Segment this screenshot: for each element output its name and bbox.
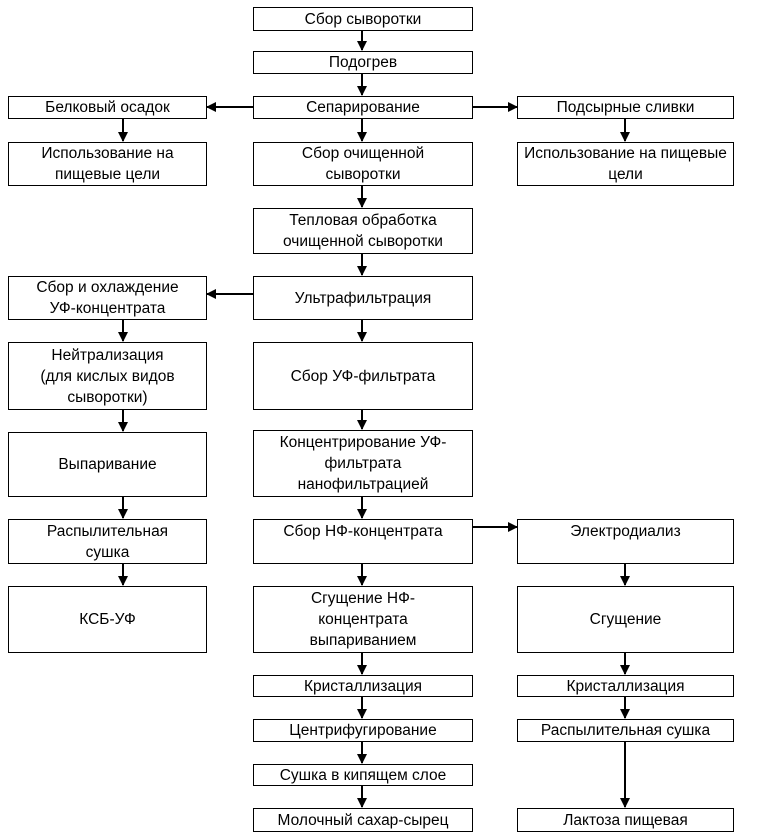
step-protein-food-use: Использование на пищевые цели [8, 142, 207, 186]
step-food-lactose: Лактоза пищевая [517, 808, 734, 832]
step-uf-filtrate-concentration: Концентрирование УФ- фильтрата нанофильт… [253, 430, 473, 497]
step-crystallization: Кристаллизация [253, 675, 473, 697]
step-electrodialysis: Электродиализ [517, 519, 734, 564]
step-whey-collection: Сбор сыворотки [253, 7, 473, 31]
step-ksb-uf: КСБ-УФ [8, 586, 207, 653]
step-right-crystallization: Кристаллизация [517, 675, 734, 697]
step-uf-filtrate-collection: Сбор УФ-фильтрата [253, 342, 473, 410]
step-nf-concentrate-collection: Сбор НФ-концентрата [253, 519, 473, 564]
step-uf-concentrate-cooling: Сбор и охлаждение УФ-концентрата [8, 276, 207, 320]
step-centrifugation: Центрифугирование [253, 719, 473, 742]
step-raw-milk-sugar: Молочный сахар-сырец [253, 808, 473, 832]
step-cheese-cream: Подсырные сливки [517, 96, 734, 119]
step-left-spray-drying: Распылительная сушка [8, 519, 207, 564]
step-clean-whey-collection: Сбор очищенной сыворотки [253, 142, 473, 186]
step-right-thickening: Сгущение [517, 586, 734, 653]
step-right-spray-drying: Распылительная сушка [517, 719, 734, 742]
step-cream-food-use: Использование на пищевые цели [517, 142, 734, 186]
step-separation: Сепарирование [253, 96, 473, 119]
step-ultrafiltration: Ультрафильтрация [253, 276, 473, 320]
step-neutralization: Нейтрализация (для кислых видов сыворотк… [8, 342, 207, 410]
step-fluid-bed-drying: Сушка в кипящем слое [253, 764, 473, 786]
step-heating: Подогрев [253, 51, 473, 74]
step-protein-sediment: Белковый осадок [8, 96, 207, 119]
step-nf-concentrate-thickening: Сгущение НФ- концентрата выпариванием [253, 586, 473, 653]
step-evaporation: Выпаривание [8, 432, 207, 497]
step-heat-treatment: Тепловая обработка очищенной сыворотки [253, 208, 473, 254]
